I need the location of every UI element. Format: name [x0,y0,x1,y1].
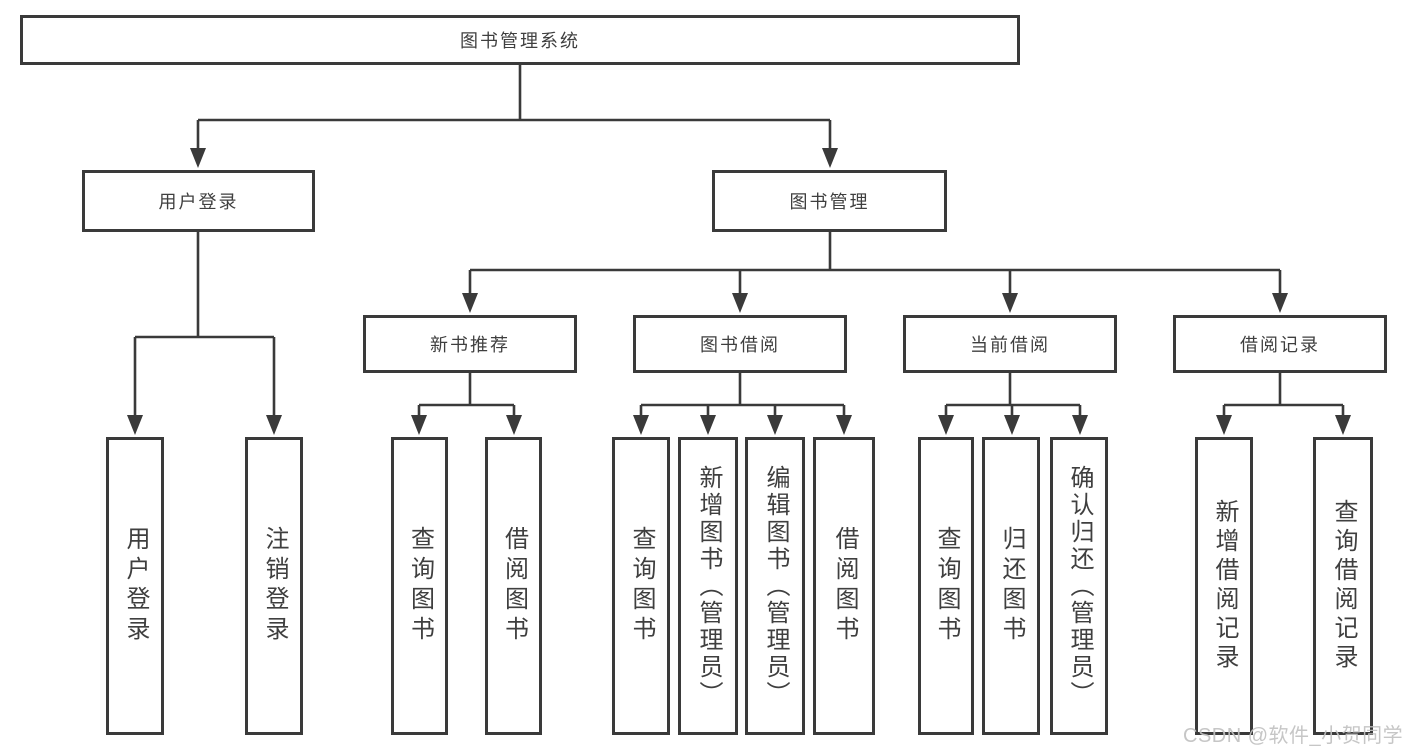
leaf-user-login: 用户登录 [106,437,164,735]
connector-book-borrow-to-leaves [633,373,852,435]
leaf-bb-borrow-books: 借阅图书 [813,437,875,735]
leaf-bb-edit-books-admin: 编辑图书（管理员） [745,437,805,735]
connector-current-borrow-to-leaves [938,373,1088,435]
leaf-br-add-record: 新增借阅记录 [1195,437,1253,735]
node-user-login: 用户登录 [82,170,315,232]
leaf-logout: 注销登录 [245,437,303,735]
leaf-nb-query-books: 查询图书 [391,437,448,735]
node-book-borrow: 图书借阅 [633,315,847,373]
node-new-book-recommend: 新书推荐 [363,315,577,373]
leaf-nb-borrow-books: 借阅图书 [485,437,542,735]
connector-borrow-records-to-leaves [1216,373,1351,435]
csdn-watermark: CSDN @软件_小贺同学 [1183,725,1404,747]
node-book-management: 图书管理 [712,170,947,232]
node-root-book-management-system: 图书管理系统 [20,15,1020,65]
node-borrow-records: 借阅记录 [1173,315,1387,373]
connector-user-login-to-leaves [127,232,282,435]
leaf-br-query-record: 查询借阅记录 [1313,437,1373,735]
leaf-bb-query-books: 查询图书 [612,437,670,735]
node-current-borrow: 当前借阅 [903,315,1117,373]
connector-book-management-to-level3 [462,232,1288,313]
leaf-cb-return-books: 归还图书 [982,437,1040,735]
leaf-bb-add-books-admin: 新增图书（管理员） [678,437,738,735]
connector-root-to-level2 [190,65,838,168]
leaf-cb-confirm-return-admin: 确认归还（管理员） [1050,437,1108,735]
leaf-cb-query-books: 查询图书 [918,437,974,735]
connector-new-book-recommend-to-leaves [411,373,522,435]
